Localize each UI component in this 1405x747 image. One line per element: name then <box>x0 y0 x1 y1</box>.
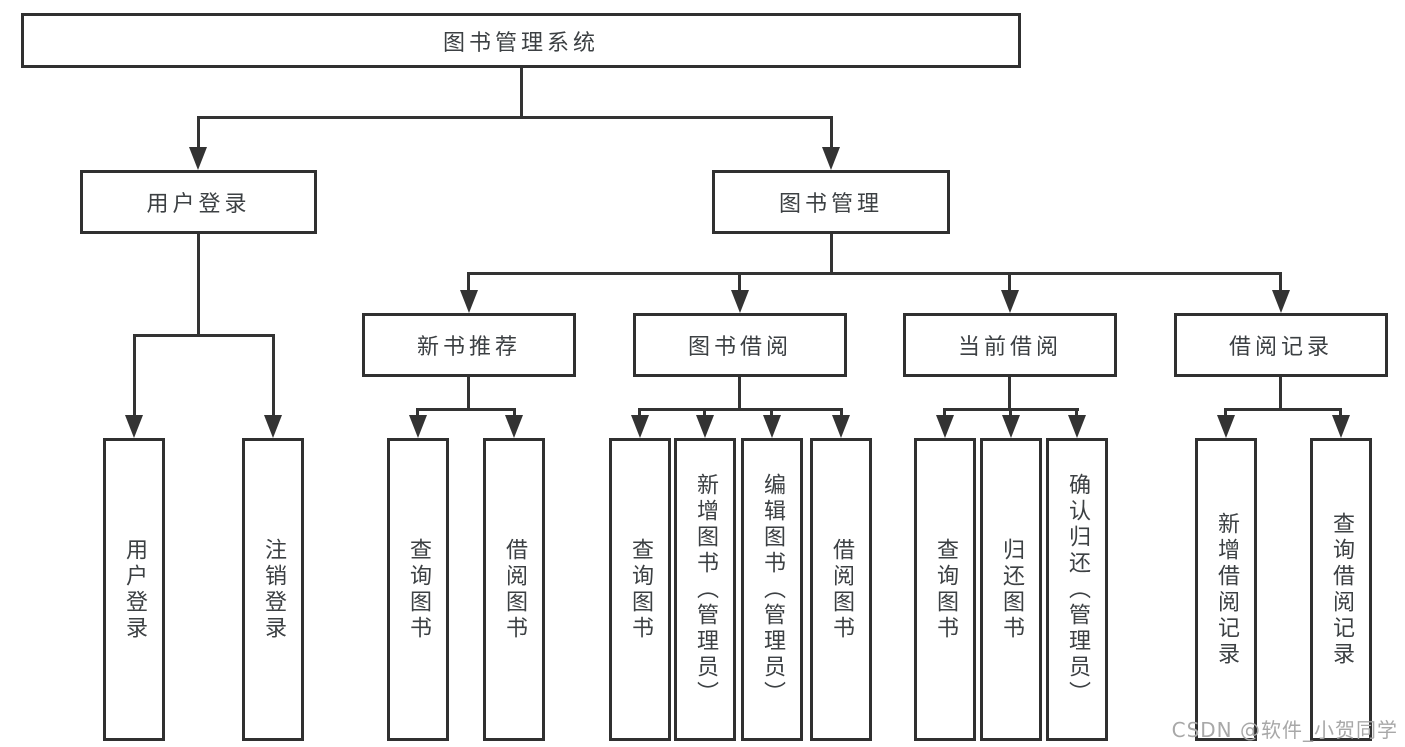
node-book-management: 图书管理 <box>712 170 950 234</box>
leaf-user-login: 用户登录 <box>103 438 165 741</box>
leaf-add-books-admin: 新增图书（管理员） <box>674 438 736 741</box>
connector-line <box>738 377 741 410</box>
connector-line <box>272 334 275 418</box>
arrow-down-icon <box>409 415 427 438</box>
connector-line <box>1008 272 1011 292</box>
arrow-down-icon <box>936 415 954 438</box>
arrow-down-icon <box>1332 415 1350 438</box>
arrow-down-icon <box>832 415 850 438</box>
arrow-down-icon <box>731 290 749 313</box>
leaf-confirm-return-admin: 确认归还（管理员） <box>1046 438 1108 741</box>
arrow-down-icon <box>505 415 523 438</box>
connector-line <box>1279 272 1282 292</box>
arrow-down-icon <box>1272 290 1290 313</box>
arrow-down-icon <box>264 415 282 438</box>
arrow-down-icon <box>460 290 478 313</box>
leaf-add-borrow-record: 新增借阅记录 <box>1195 438 1257 741</box>
leaf-logout: 注销登录 <box>242 438 304 741</box>
connector-line <box>1279 377 1282 410</box>
leaf-query-books-current: 查询图书 <box>914 438 976 741</box>
node-root-library-system: 图书管理系统 <box>21 13 1021 68</box>
connector-line <box>197 116 200 150</box>
leaf-query-borrow-record: 查询借阅记录 <box>1310 438 1372 741</box>
connector-line <box>467 272 470 292</box>
leaf-borrow-books-recommend: 借阅图书 <box>483 438 545 741</box>
csdn-watermark: CSDN @软件_小贺同学 <box>1171 718 1398 742</box>
connector-line <box>1224 408 1342 411</box>
connector-line <box>1008 377 1011 410</box>
leaf-edit-books-admin: 编辑图书（管理员） <box>741 438 803 741</box>
arrow-down-icon <box>1217 415 1235 438</box>
node-user-login: 用户登录 <box>80 170 317 234</box>
connector-line <box>416 408 516 411</box>
node-book-borrowing: 图书借阅 <box>633 313 847 377</box>
node-current-borrowing: 当前借阅 <box>903 313 1117 377</box>
connector-line <box>133 334 136 418</box>
arrow-down-icon <box>631 415 649 438</box>
connector-line <box>133 334 275 337</box>
node-borrowing-records: 借阅记录 <box>1174 313 1388 377</box>
connector-line <box>197 116 833 119</box>
connector-line <box>830 116 833 150</box>
connector-line <box>197 234 200 337</box>
arrow-down-icon <box>1002 415 1020 438</box>
arrow-down-icon <box>125 415 143 438</box>
connector-line <box>520 68 523 119</box>
connector-line <box>830 234 833 275</box>
leaf-query-books-recommend: 查询图书 <box>387 438 449 741</box>
leaf-borrow-books: 借阅图书 <box>810 438 872 741</box>
leaf-return-books: 归还图书 <box>980 438 1042 741</box>
arrow-down-icon <box>189 147 207 170</box>
arrow-down-icon <box>763 415 781 438</box>
connector-line <box>467 377 470 410</box>
arrow-down-icon <box>696 415 714 438</box>
leaf-query-books-borrowing: 查询图书 <box>609 438 671 741</box>
connector-line <box>638 408 843 411</box>
arrow-down-icon <box>1001 290 1019 313</box>
connector-line <box>467 272 1282 275</box>
node-new-book-recommend: 新书推荐 <box>362 313 576 377</box>
arrow-down-icon <box>822 147 840 170</box>
arrow-down-icon <box>1068 415 1086 438</box>
connector-line <box>738 272 741 292</box>
